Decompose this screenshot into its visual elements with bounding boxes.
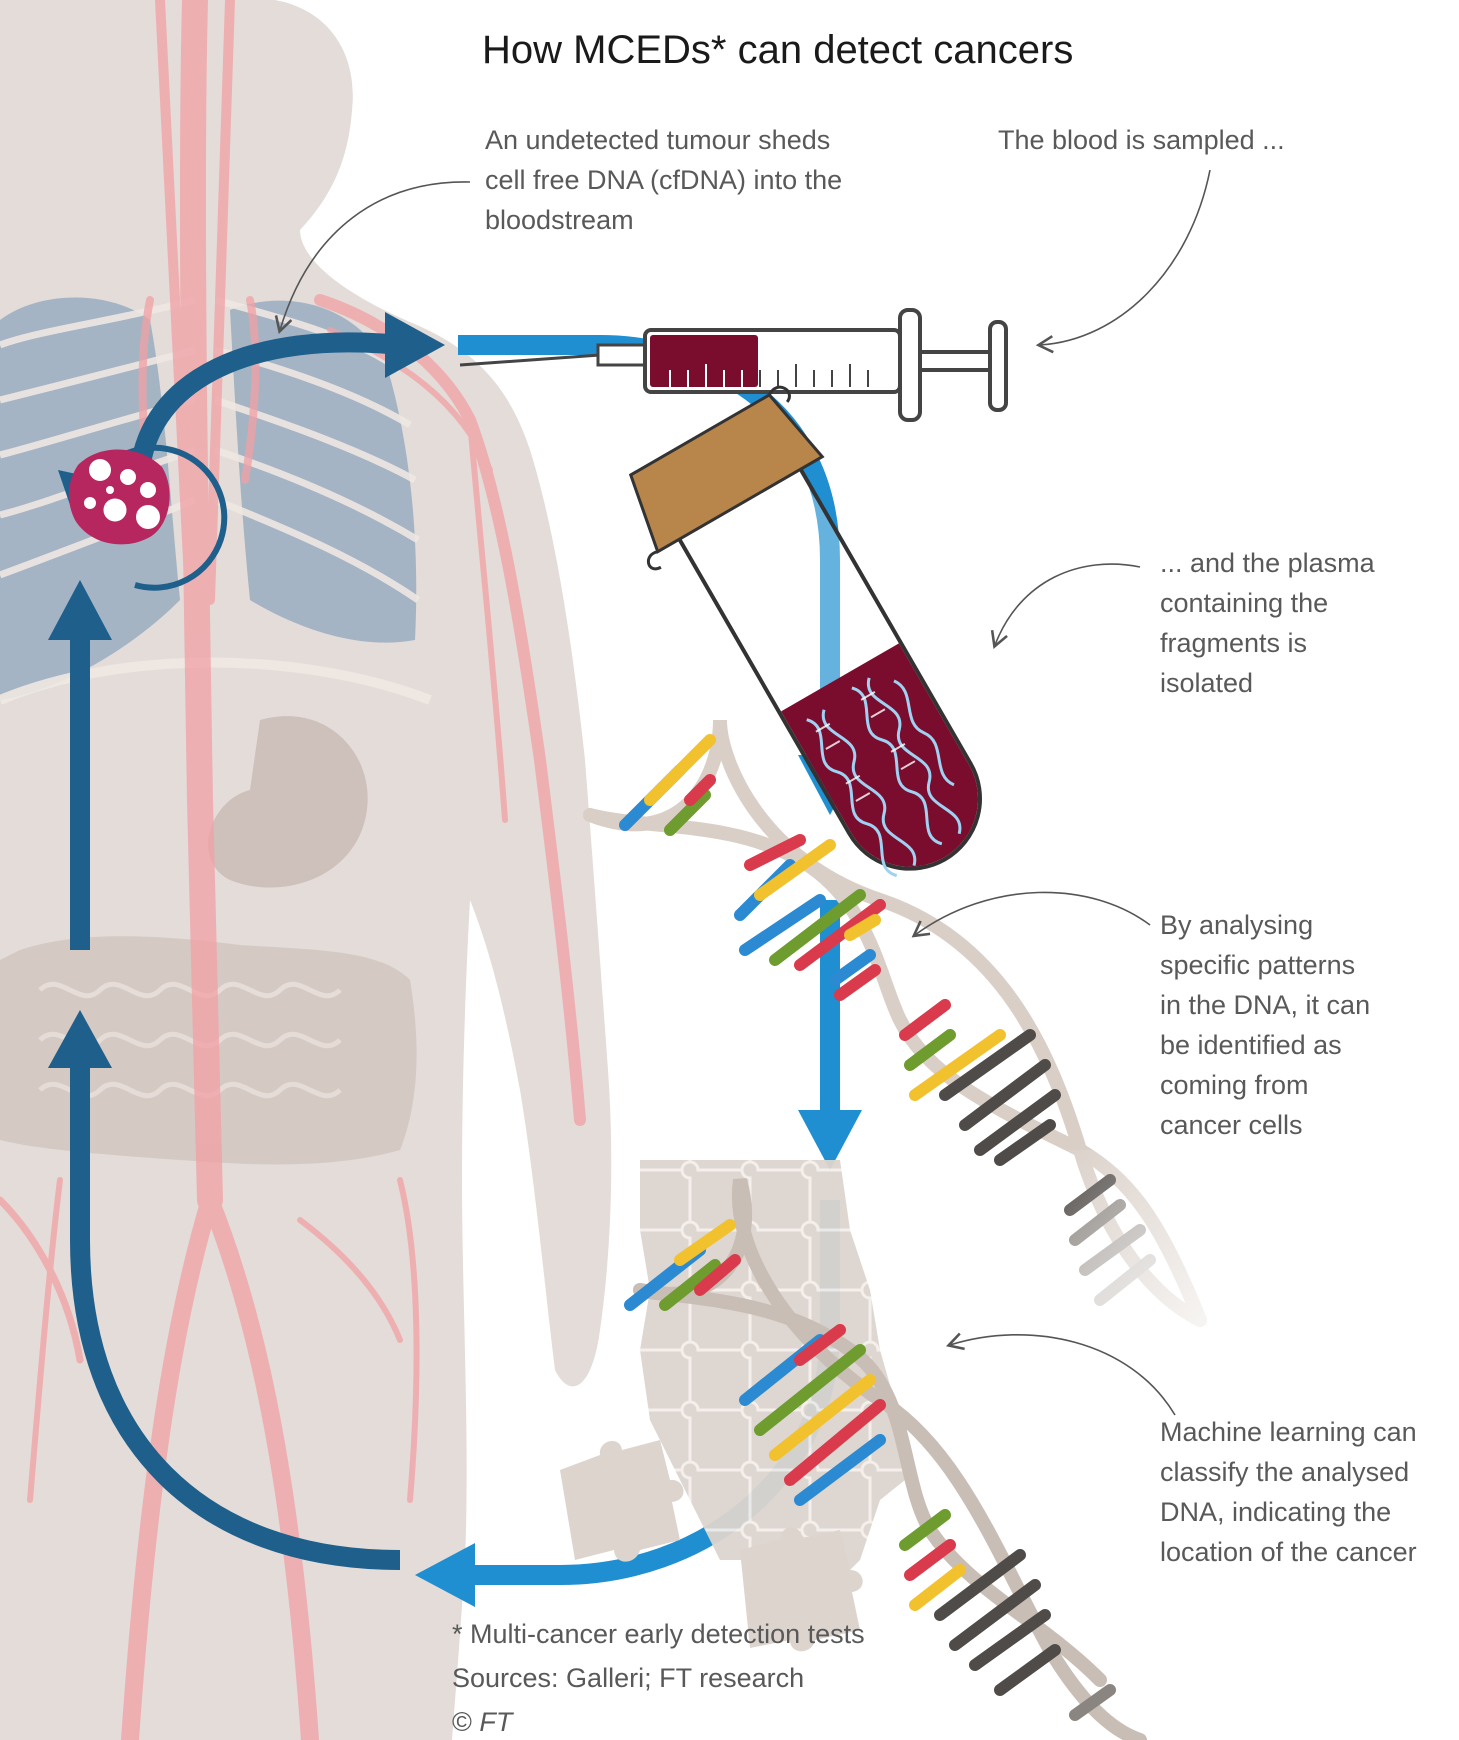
annotation-line: fragments is: [1160, 628, 1308, 658]
sources: Sources: Galleri; FT research: [452, 1663, 805, 1693]
annotation-line: DNA, indicating the: [1160, 1497, 1392, 1527]
copyright-name: FT: [479, 1707, 513, 1737]
dna-helix-classification: [624, 1178, 1147, 1740]
annotation-analysis: By analysing specific patterns in the DN…: [1160, 905, 1370, 1145]
copyright: © FT: [452, 1700, 865, 1740]
diagram-title: How MCEDs* can detect cancers: [482, 28, 1074, 72]
annotation-line: containing the: [1160, 588, 1329, 618]
annotation-line: specific patterns: [1160, 950, 1356, 980]
annotation-line: classify the analysed: [1160, 1457, 1410, 1487]
annotation-line: coming from: [1160, 1070, 1309, 1100]
annotation-tumour: An undetected tumour sheds cell free DNA…: [485, 120, 842, 240]
syringe: [459, 308, 1008, 422]
copyright-symbol: ©: [452, 1707, 472, 1737]
annotation-line: An undetected tumour sheds: [485, 125, 831, 155]
annotation-line: in the DNA, it can: [1160, 990, 1371, 1020]
annotation-line: ... and the plasma: [1160, 548, 1375, 578]
annotation-blood: The blood is sampled ...: [998, 120, 1285, 160]
test-tube: [628, 385, 982, 878]
annotation-line: location of the cancer: [1160, 1537, 1417, 1567]
tumour-cluster: [68, 449, 170, 545]
annotation-leaders: [274, 169, 1211, 1416]
annotation-line: cancer cells: [1160, 1110, 1303, 1140]
annotation-line: By analysing: [1160, 910, 1314, 940]
annotation-line: bloodstream: [485, 205, 634, 235]
footnote: * Multi-cancer early detection tests: [452, 1619, 865, 1649]
annotation-line: Machine learning can: [1160, 1417, 1417, 1447]
dna-helix-analysis: [583, 719, 1210, 1350]
annotation-machine-learning: Machine learning can classify the analys…: [1160, 1412, 1417, 1572]
footer: * Multi-cancer early detection tests Sou…: [452, 1612, 865, 1740]
annotation-line: cell free DNA (cfDNA) into the: [485, 165, 843, 195]
annotation-line: The blood is sampled ...: [998, 125, 1285, 155]
blood-vessels: [0, 0, 586, 1740]
annotation-line: be identified as: [1160, 1030, 1342, 1060]
annotation-plasma: ... and the plasma containing the fragme…: [1160, 543, 1375, 703]
annotation-line: isolated: [1160, 668, 1254, 698]
